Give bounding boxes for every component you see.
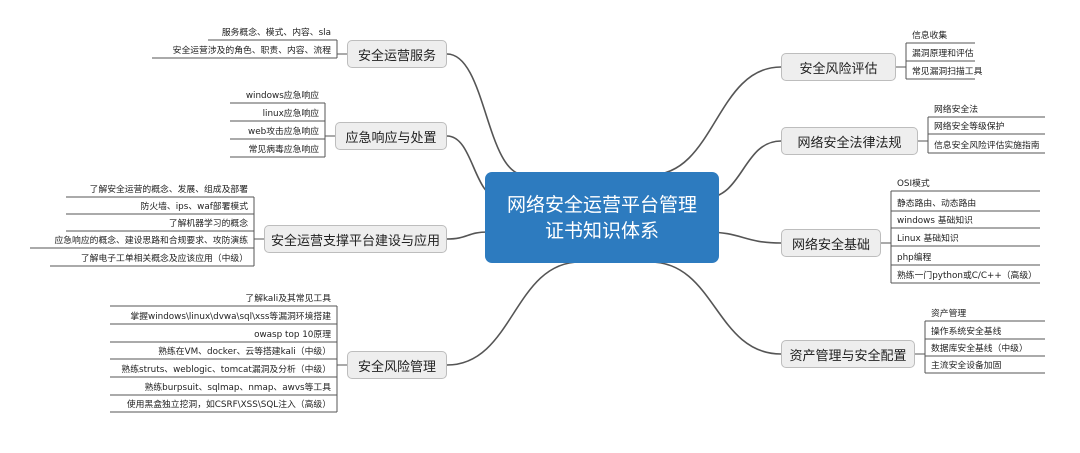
branch-topic[interactable]: 安全风险评估 — [781, 53, 896, 81]
branch-topic-label: 安全运营支撑平台建设与应用 — [270, 233, 440, 249]
branch-topic[interactable]: 资产管理与安全配置 — [781, 340, 915, 368]
leaf-topic[interactable]: 了解机器学习的概念 — [168, 219, 248, 229]
branch-topic[interactable]: 安全运营支撑平台建设与应用 — [264, 225, 447, 253]
leaf-topic[interactable]: OSI模式 — [897, 179, 930, 189]
branch-connector — [649, 66, 782, 176]
branch-topic-label: 应急响应与处置 — [345, 130, 437, 146]
leaf-topic[interactable]: 信息收集 — [912, 31, 948, 41]
leaf-topic[interactable]: linux应急响应 — [262, 109, 319, 119]
branch-topic[interactable]: 应急响应与处置 — [335, 122, 447, 150]
leaf-topic[interactable]: 使用黑盒独立挖洞，如CSRF\XSS\SQL注入（高级） — [126, 400, 331, 410]
leaf-topic[interactable]: 掌握windows\linux\dvwa\sql\xss等漏洞环境搭建 — [130, 312, 331, 322]
central-topic[interactable]: 网络安全运营平台管理 证书知识体系 — [485, 172, 719, 263]
leaf-topic[interactable]: 服务概念、模式、内容、sla — [221, 28, 331, 38]
leaf-topic[interactable]: php编程 — [897, 253, 932, 263]
leaf-topic[interactable]: owasp top 10原理 — [254, 330, 331, 340]
leaf-topic[interactable]: 信息安全风险评估实施指南 — [934, 141, 1040, 151]
leaf-topic[interactable]: web攻击应急响应 — [248, 127, 319, 137]
leaf-topic[interactable]: 了解电子工单相关概念及应该应用（中级） — [80, 254, 248, 264]
branch-connector — [446, 261, 581, 366]
leaf-topic[interactable]: 网络安全等级保护 — [934, 122, 1005, 132]
leaf-topic[interactable]: 了解kali及其常见工具 — [245, 294, 331, 304]
branch-topic-label: 网络安全基础 — [791, 237, 870, 253]
leaf-topic[interactable]: 操作系统安全基线 — [931, 327, 1002, 337]
central-topic-line-1: 网络安全运营平台管理 — [506, 193, 697, 216]
branch-topic-label: 安全风险评估 — [799, 61, 878, 77]
leaf-topic[interactable]: 主流安全设备加固 — [931, 361, 1002, 371]
leaf-topic[interactable]: 网络安全法 — [934, 105, 978, 115]
leaf-topic[interactable]: 应急响应的概念、建设思路和合规要求、攻防演练 — [54, 236, 248, 246]
leaf-topic[interactable]: 数据库安全基线（中级） — [931, 344, 1028, 354]
leaf-topic[interactable]: 防火墙、ips、waf部署模式 — [140, 202, 248, 212]
leaf-topic[interactable]: 熟练struts、weblogic、tomcat漏洞及分析（中级） — [121, 365, 331, 375]
central-topic-line-2: 证书知识体系 — [544, 219, 659, 242]
leaf-topic[interactable]: 漏洞原理和评估 — [912, 49, 974, 59]
leaf-topic[interactable]: windows应急响应 — [245, 91, 319, 101]
branch-topic-label: 安全运营服务 — [357, 48, 436, 64]
leaf-topic[interactable]: 静态路由、动态路由 — [897, 199, 977, 209]
branch-topic[interactable]: 网络安全基础 — [781, 229, 881, 257]
leaf-topic[interactable]: 熟练在VM、docker、云等搭建kali（中级） — [158, 347, 331, 357]
branch-connector — [446, 231, 489, 240]
leaf-topic[interactable]: 安全运营涉及的角色、职责、内容、流程 — [172, 46, 331, 56]
branch-topic[interactable]: 安全风险管理 — [347, 351, 447, 379]
leaf-topic[interactable]: 熟练一门python或C/C++（高级） — [897, 271, 1037, 281]
branch-topic[interactable]: 安全运营服务 — [347, 40, 447, 68]
branch-connector — [649, 261, 782, 355]
branch-topic-label: 资产管理与安全配置 — [789, 348, 907, 364]
leaf-topic[interactable]: 资产管理 — [931, 309, 967, 319]
leaf-topic[interactable]: Linux 基础知识 — [897, 234, 959, 244]
leaf-topic[interactable]: 常见漏洞扫描工具 — [912, 67, 983, 77]
branch-connector — [446, 53, 526, 176]
leaf-topic[interactable]: 了解安全运营的概念、发展、组成及部署 — [89, 185, 248, 195]
branch-topic-label: 安全风险管理 — [357, 359, 436, 375]
leaf-topic[interactable]: 熟练burpsuit、sqlmap、nmap、awvs等工具 — [144, 383, 331, 393]
branch-topic-label: 网络安全法律法规 — [797, 135, 902, 151]
leaf-topic[interactable]: 常见病毒应急响应 — [248, 145, 319, 155]
branch-topic[interactable]: 网络安全法律法规 — [781, 127, 918, 155]
leaf-topic[interactable]: windows 基础知识 — [897, 216, 973, 226]
